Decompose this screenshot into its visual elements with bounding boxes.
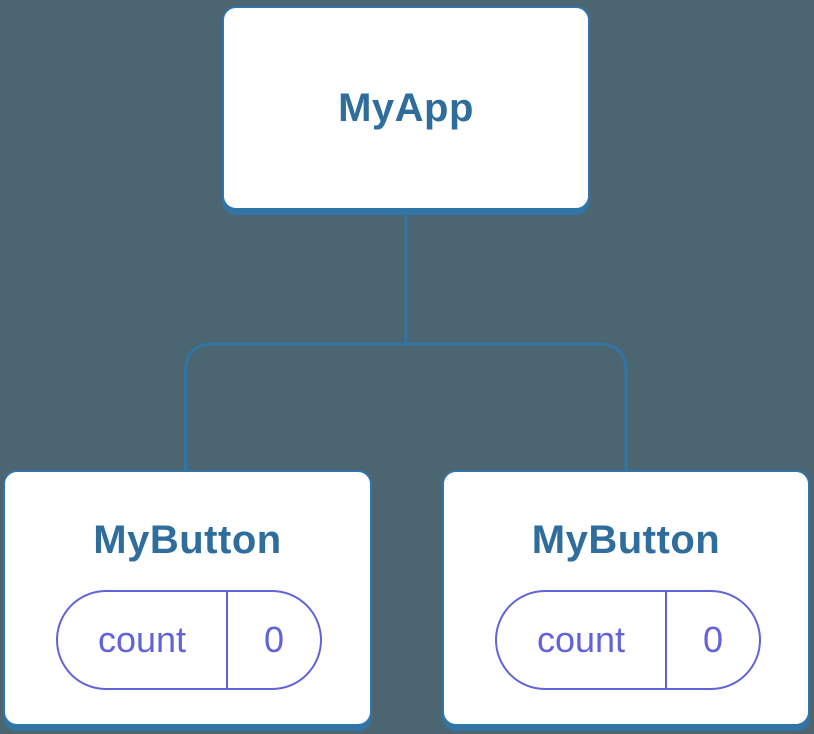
tree-node-child-right: MyButton count 0	[442, 470, 810, 726]
tree-node-child-left: MyButton count 0	[3, 470, 372, 726]
state-pill-right: count 0	[495, 590, 761, 690]
tree-node-root: MyApp	[222, 6, 590, 210]
state-key-left: count	[58, 592, 228, 688]
node-label-child-left: MyButton	[93, 518, 282, 562]
state-pill-left: count 0	[56, 590, 322, 690]
node-label-root: MyApp	[338, 85, 474, 130]
state-value-right: 0	[702, 619, 724, 660]
connector-branch-bracket	[184, 342, 628, 470]
node-label-child-right: MyButton	[531, 518, 721, 562]
state-key-right: count	[497, 592, 667, 688]
state-value-left: 0	[263, 619, 285, 660]
